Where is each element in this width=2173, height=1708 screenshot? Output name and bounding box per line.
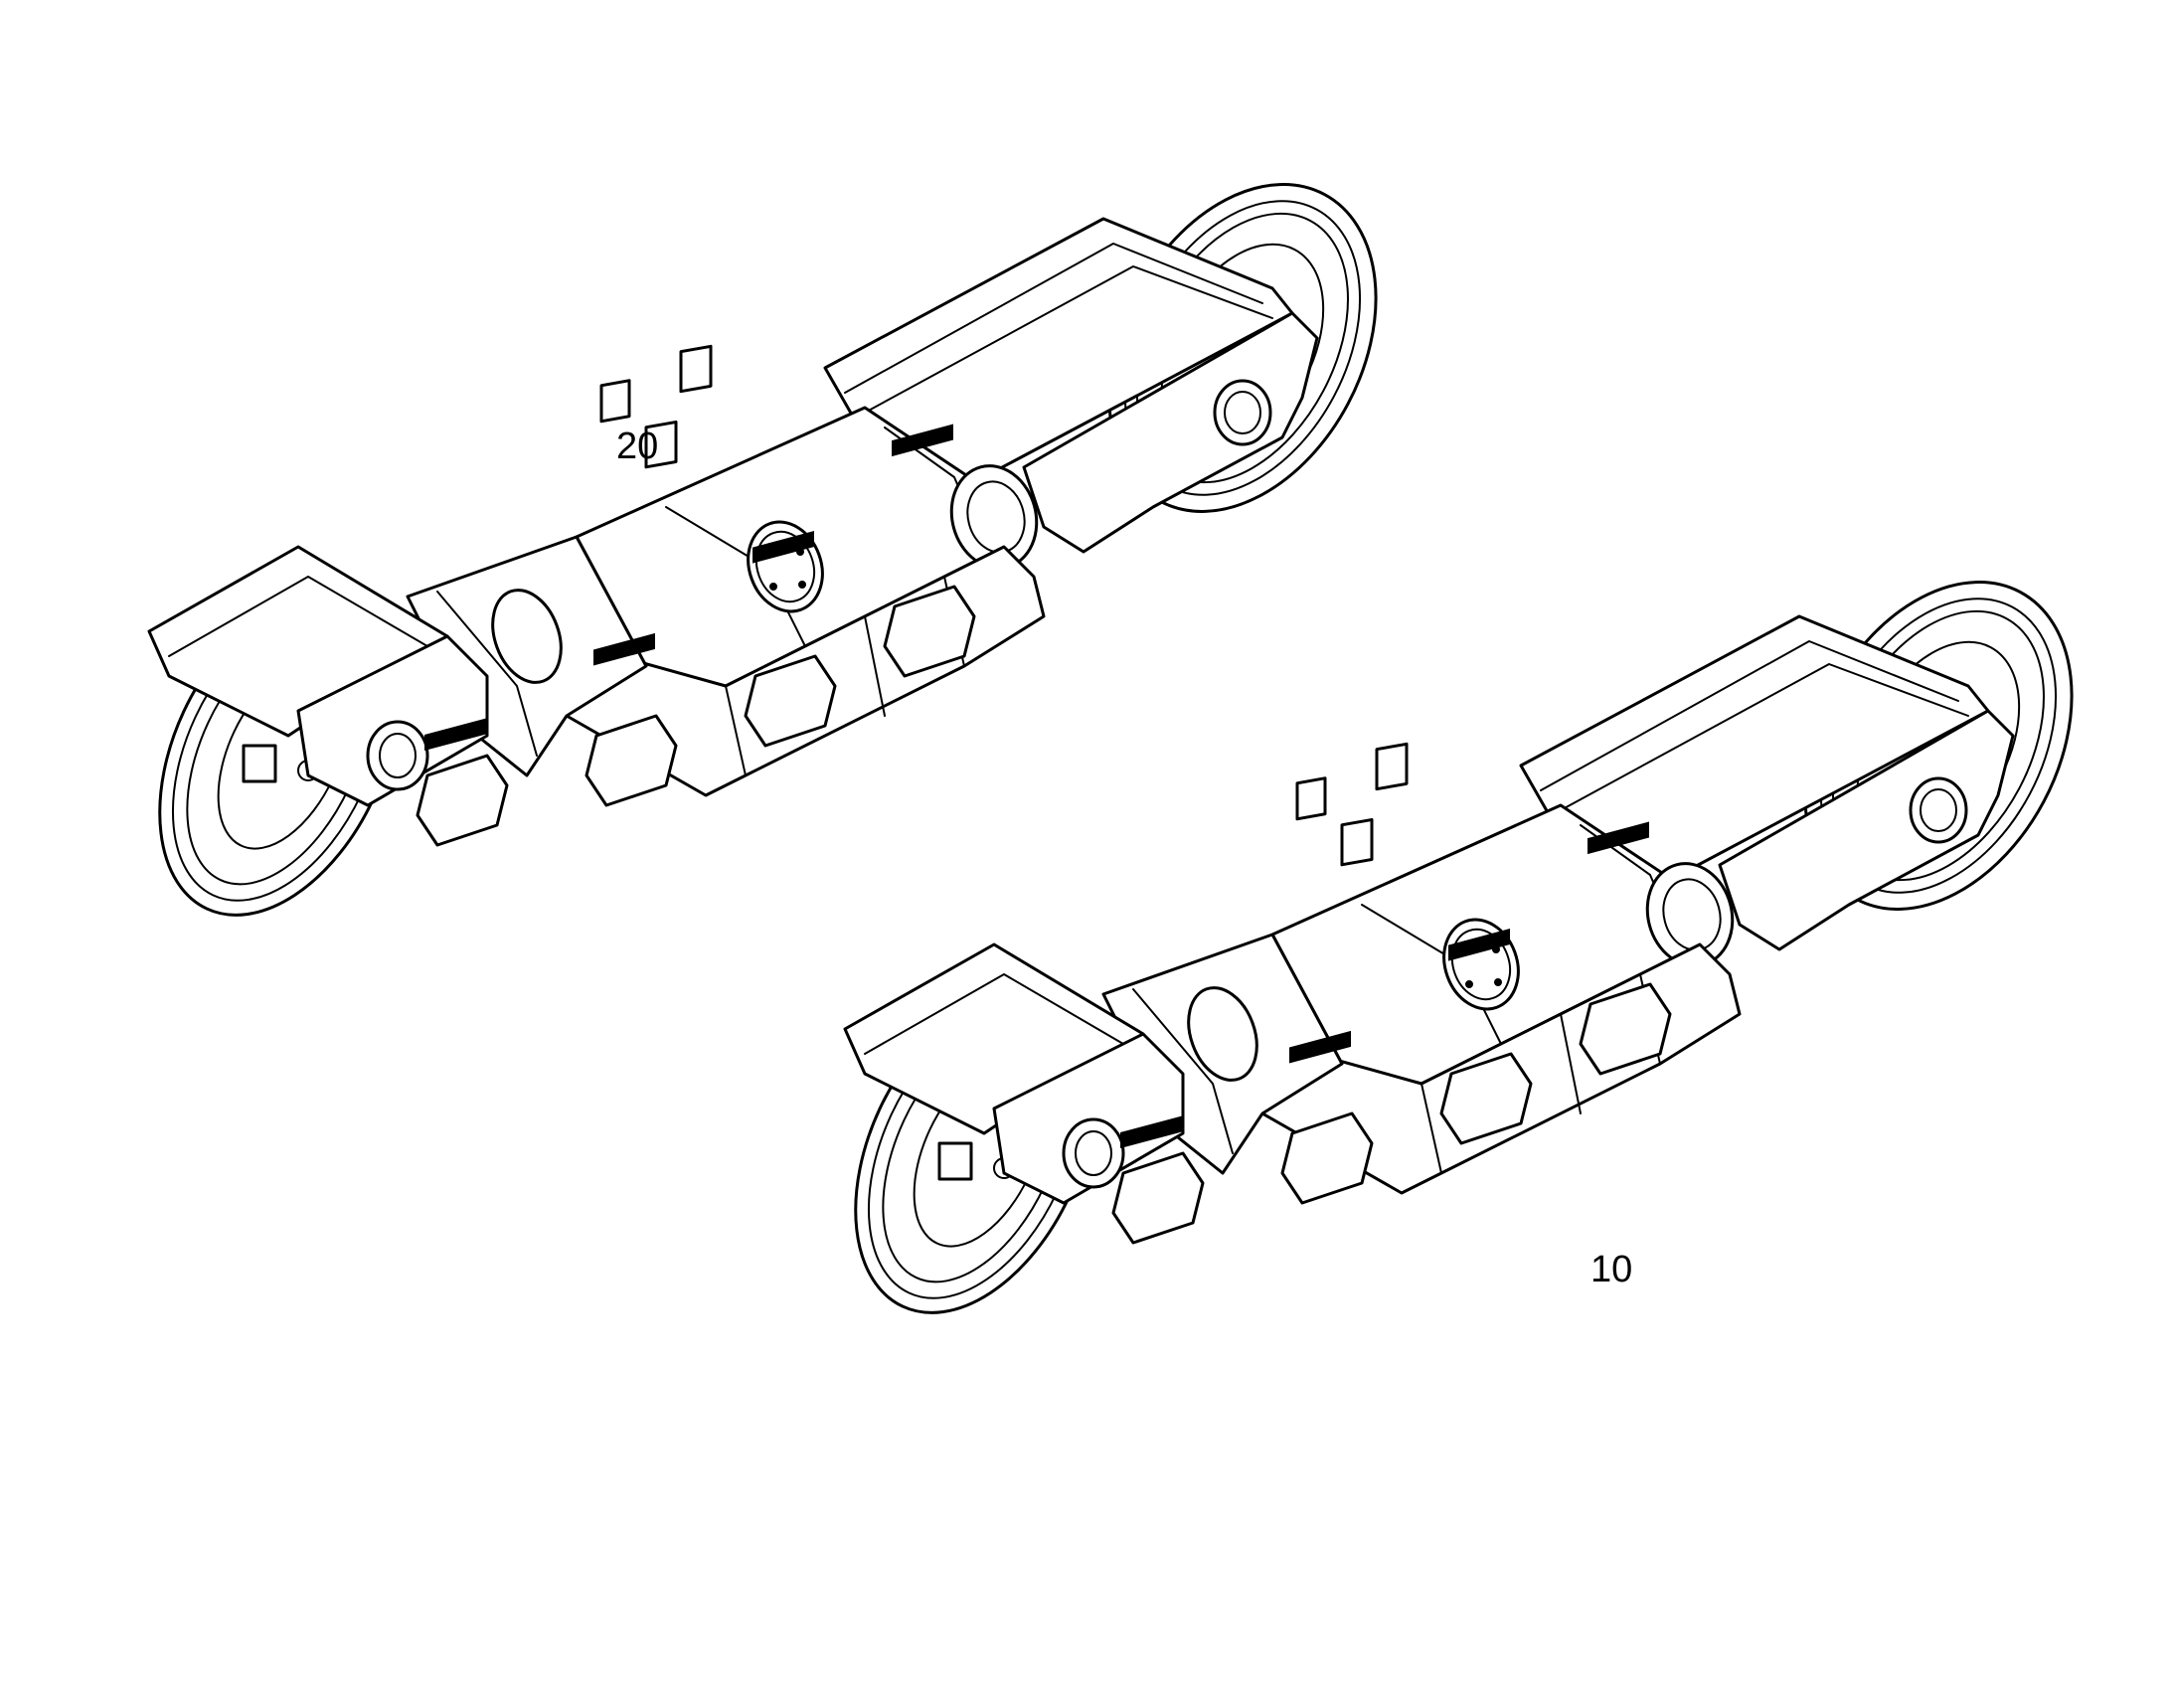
callout-label: 10	[1590, 1249, 1633, 1290]
track-frame-assembly-10	[806, 534, 2127, 1352]
track-frame-assembly-20	[110, 136, 1431, 954]
callout-label: 20	[616, 426, 659, 467]
